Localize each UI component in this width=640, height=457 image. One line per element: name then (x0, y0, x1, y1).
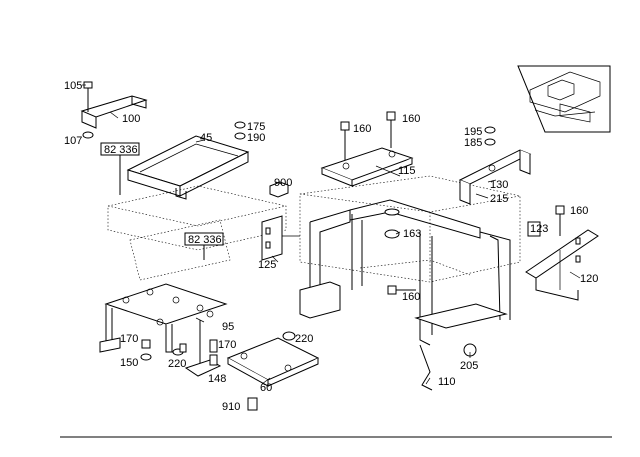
bracket-100-assembly (80, 81, 148, 139)
callout-60: 60 (260, 382, 272, 394)
callout-100: 100 (122, 113, 140, 125)
callout-105: 105 (64, 80, 82, 92)
callout-115: 115 (398, 165, 416, 177)
callout-160-c: 160 (570, 205, 588, 217)
bracket-130 (458, 126, 532, 205)
callout-120: 120 (580, 273, 598, 285)
bracket-120 (234, 121, 599, 301)
cover-plate-115 (320, 111, 414, 187)
mounting-plate-60 (226, 331, 320, 387)
relay-900 (269, 181, 289, 198)
control-unit-45 (126, 135, 250, 200)
callout-170-a: 170 (120, 333, 138, 345)
callout-215: 215 (490, 193, 508, 205)
callout-130: 130 (490, 179, 508, 191)
callout-190: 190 (247, 132, 265, 144)
callout-82336-upper: 82 336 (104, 144, 138, 156)
callout-220-b: 220 (295, 333, 313, 345)
callout-45: 45 (200, 132, 212, 144)
callout-107: 107 (64, 135, 82, 147)
callout-123: 123 (530, 223, 548, 235)
callout-95: 95 (222, 321, 234, 333)
bracket-125 (261, 215, 300, 261)
callout-900: 900 (274, 177, 292, 189)
callout-labels: 105 100 107 82 336 45 175 190 160 160 19… (64, 80, 598, 413)
callout-125: 125 (258, 259, 276, 271)
callout-160-b: 160 (402, 113, 420, 125)
callout-148: 148 (208, 373, 226, 385)
callout-185: 185 (464, 137, 482, 149)
locator-inset (517, 65, 611, 133)
callout-110: 110 (438, 376, 456, 388)
callout-160-d: 160 (402, 291, 420, 303)
fasteners-lower-left (140, 339, 258, 411)
callout-205: 205 (460, 360, 478, 372)
callout-163: 163 (403, 228, 421, 240)
callout-170-b: 170 (218, 339, 236, 351)
callout-195: 195 (464, 126, 482, 138)
callout-220-a: 220 (168, 358, 186, 370)
ref-boxes (100, 142, 224, 260)
callout-175: 175 (247, 121, 265, 133)
callout-150: 150 (120, 357, 138, 369)
callout-910: 910 (222, 401, 240, 413)
leader-lines (82, 84, 581, 385)
callout-160-a: 160 (353, 123, 371, 135)
battery-tray-95 (99, 283, 228, 377)
callout-82336-lower: 82 336 (188, 234, 222, 246)
battery-frame-110 (299, 199, 511, 391)
